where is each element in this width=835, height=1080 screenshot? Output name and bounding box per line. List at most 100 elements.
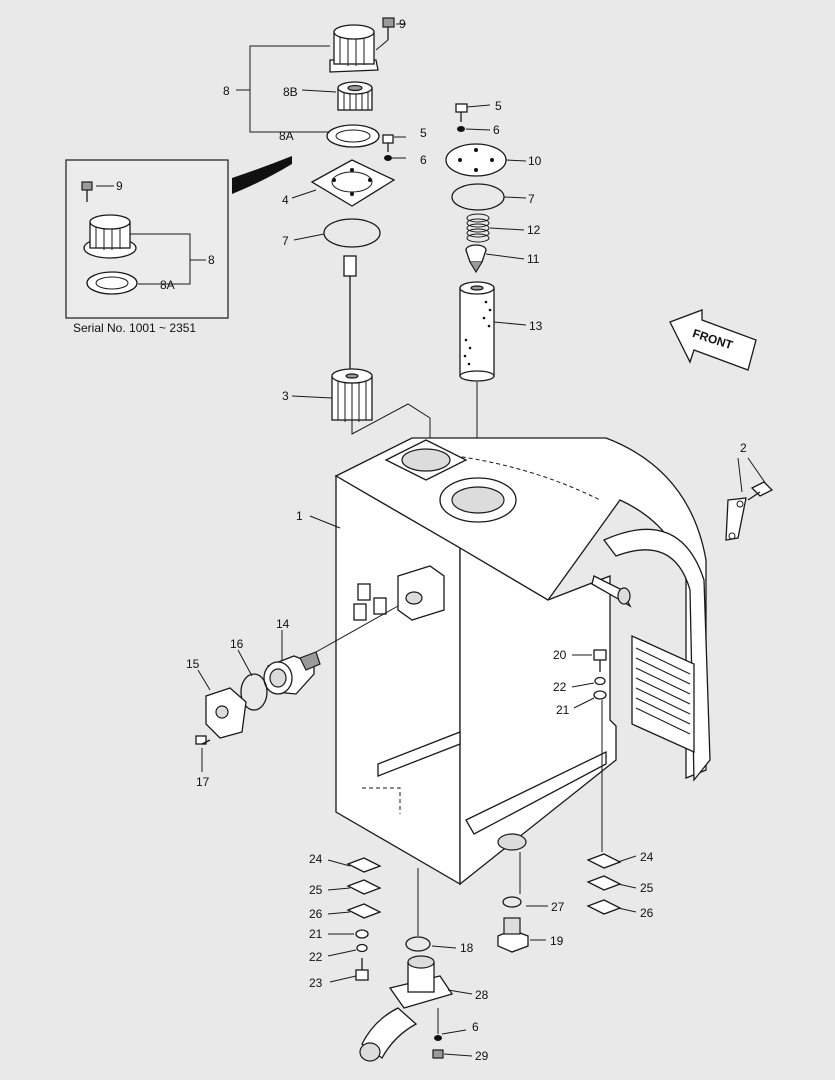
- callout-8-inset: 8: [208, 253, 215, 267]
- callout-8: 8: [223, 84, 230, 98]
- bolt-5-right: [455, 103, 468, 113]
- o-ring-27: [502, 896, 522, 908]
- flange-15: [205, 687, 247, 739]
- callout-22-left: 22: [309, 950, 323, 964]
- callout-23: 23: [309, 976, 323, 990]
- shim-26-right: [586, 899, 622, 915]
- callout-11: 11: [527, 252, 540, 266]
- shim-stack-right: 24 25 26: [586, 850, 654, 920]
- drain-plug-19: [497, 917, 529, 953]
- callout-24-left: 24: [309, 852, 323, 866]
- o-ring-18: [405, 936, 431, 952]
- callout-7-left: 7: [282, 234, 289, 248]
- bolt-17: [195, 735, 207, 745]
- return-port: [439, 477, 517, 523]
- callout-5-left: 5: [420, 126, 427, 140]
- washer-6-left: [384, 155, 392, 161]
- bolt-9: [382, 17, 395, 28]
- hydraulic-tank-1: 1: [296, 437, 711, 894]
- shim-25-right: [586, 875, 622, 891]
- bolt-20: [593, 649, 607, 661]
- shim-25-left: [346, 879, 382, 895]
- callout-18: 18: [460, 941, 474, 955]
- mount-rail: [465, 750, 607, 835]
- callout-29: 29: [475, 1049, 489, 1063]
- callout-26-right: 26: [640, 906, 654, 920]
- fitting-14: [263, 651, 321, 695]
- washer-6-right: [457, 126, 465, 132]
- callout-7-right: 7: [528, 192, 535, 206]
- callout-6-left: 6: [420, 153, 427, 167]
- cover-10: [445, 143, 507, 177]
- callout-4: 4: [282, 193, 289, 207]
- callout-8a: 8A: [279, 129, 294, 143]
- sight-gauge-assembly: 14 16 15 17: [186, 605, 399, 789]
- filler-cap-8: [329, 24, 379, 73]
- bolt-23: [355, 969, 369, 981]
- callout-21-right: 21: [556, 703, 570, 717]
- o-ring-7-left: [323, 218, 381, 248]
- washer-22-left: [356, 943, 368, 953]
- washer-6-bottom: [434, 1035, 442, 1041]
- callout-25-right: 25: [640, 881, 654, 895]
- bottom-parts: 18 27 19 28 6 29: [359, 868, 565, 1063]
- washer-21-left: [355, 929, 369, 939]
- callout-20: 20: [553, 648, 567, 662]
- o-ring-16: [240, 673, 268, 711]
- bolt-29: [432, 1049, 444, 1059]
- side-fitting: [353, 565, 445, 621]
- shim-stack-left: 24 25 26 21 22 23: [309, 852, 382, 990]
- callout-17: 17: [196, 775, 210, 789]
- mount-bolt-stack-right: 20 22 21: [553, 648, 607, 717]
- callout-14: 14: [276, 617, 290, 631]
- cover-plate-4: [310, 159, 396, 207]
- callout-22-right: 22: [553, 680, 567, 694]
- callout-26-left: 26: [309, 907, 323, 921]
- inset-caption: Serial No. 1001 ~ 2351: [73, 321, 196, 335]
- callout-2: 2: [740, 441, 747, 455]
- callout-16: 16: [230, 637, 244, 651]
- callout-19: 19: [550, 934, 564, 948]
- callout-6-right: 6: [493, 123, 500, 137]
- callout-8b: 8B: [283, 85, 298, 99]
- callout-21-left: 21: [309, 927, 323, 941]
- inset-filler-cap-8: [83, 214, 137, 259]
- inset-pointer-icon: [232, 156, 292, 194]
- inset-bolt-9: [81, 181, 93, 202]
- washer-21-right: [593, 690, 607, 700]
- serial-inset: 9 8 8A Serial No. 1001 ~ 2351: [65, 156, 292, 335]
- element-8b: [337, 81, 373, 111]
- inset-gasket-8a: [86, 271, 138, 295]
- callout-15: 15: [186, 657, 200, 671]
- bolt-5-left: [382, 134, 394, 144]
- shim-26-left: [346, 903, 382, 919]
- callout-13: 13: [529, 319, 543, 333]
- front-arrow: FRONT: [669, 309, 757, 371]
- callout-9-inset: 9: [116, 179, 123, 193]
- callout-28: 28: [475, 988, 489, 1002]
- callout-8a-inset: 8A: [160, 278, 175, 292]
- return-filter-stack: 5 6 10 7 12 11 13: [445, 99, 543, 492]
- callout-10: 10: [528, 154, 542, 168]
- callout-24-right: 24: [640, 850, 654, 864]
- callout-27: 27: [551, 900, 565, 914]
- louver-panel: [631, 634, 695, 754]
- callout-3: 3: [282, 389, 289, 403]
- shim-24-right: [586, 853, 622, 869]
- callout-25-left: 25: [309, 883, 323, 897]
- filler-stack: 9 8 8B 8A 5 6 4 7 3: [223, 17, 431, 448]
- callout-12: 12: [527, 223, 541, 237]
- o-ring-7-right: [451, 183, 505, 211]
- callout-9: 9: [399, 17, 406, 31]
- bypass-valve-11: [465, 244, 487, 274]
- bracket-2: 2: [725, 441, 774, 541]
- filler-port: [384, 439, 468, 481]
- callout-5-right: 5: [495, 99, 502, 113]
- washer-22-right: [594, 676, 606, 686]
- shim-24-left: [346, 857, 382, 873]
- gasket-8a: [326, 124, 380, 148]
- callout-6-bottom: 6: [472, 1020, 479, 1034]
- callout-1: 1: [296, 509, 303, 523]
- strainer-3: [331, 255, 373, 422]
